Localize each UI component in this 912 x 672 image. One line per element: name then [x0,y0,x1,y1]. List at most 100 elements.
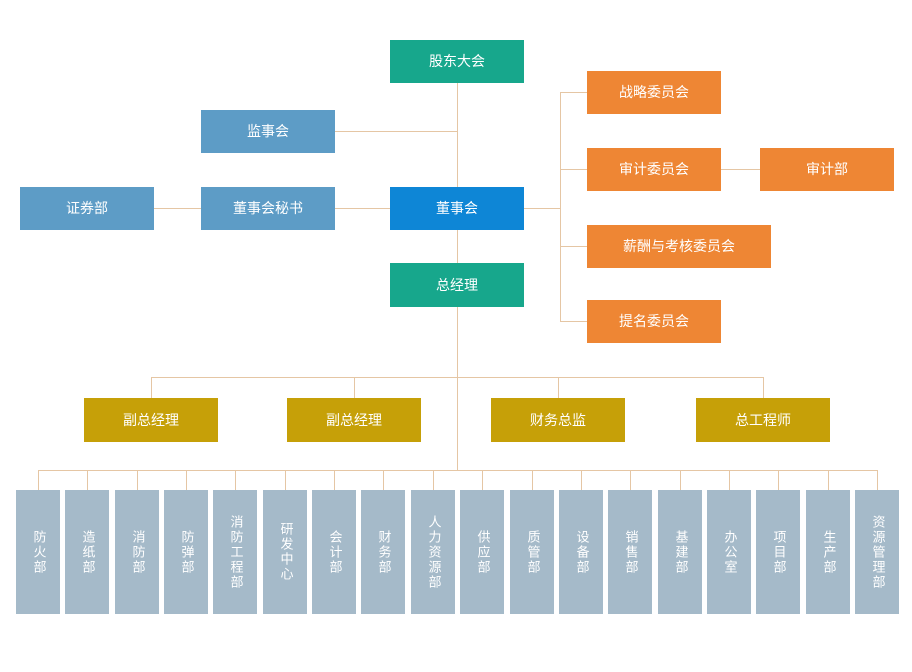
node-label: 办公室 [722,529,738,575]
connector-line [38,470,39,490]
connector-line [154,208,201,209]
connector-line [763,377,764,398]
department-node[interactable]: 会计部 [312,490,356,614]
committee-node[interactable]: 薪酬与考核委员会 [587,225,771,268]
connector-line [721,169,760,170]
node-label: 基建部 [673,529,689,575]
connector-line [285,470,286,490]
node-label: 提名委员会 [619,313,689,330]
department-node[interactable]: 消防部 [115,490,159,614]
connector-line [560,246,587,247]
connector-line [558,377,559,398]
department-node[interactable]: 消防工程部 [213,490,257,614]
committee-node[interactable]: 提名委员会 [587,300,721,343]
node-label: 监事会 [247,123,289,140]
node-board-secretary[interactable]: 董事会秘书 [201,187,335,230]
node-label: 供应部 [475,529,491,575]
connector-line [828,470,829,490]
node-label: 战略委员会 [619,84,689,101]
department-node[interactable]: 设备部 [559,490,603,614]
node-label: 副总经理 [326,411,382,428]
node-label: 总工程师 [735,411,791,428]
department-node[interactable]: 基建部 [658,490,702,614]
node-label: 薪酬与考核委员会 [623,238,735,255]
department-node[interactable]: 财务部 [361,490,405,614]
node-label: 造纸部 [80,529,96,575]
node-label: 销售部 [623,529,639,575]
department-node[interactable]: 生产部 [806,490,850,614]
node-label: 项目部 [771,529,787,575]
node-label: 设备部 [574,529,590,575]
node-label: 审计部 [806,161,848,178]
department-node[interactable]: 质管部 [510,490,554,614]
node-label: 质管部 [525,529,541,575]
department-node[interactable]: 人力资源部 [411,490,455,614]
node-board-of-directors[interactable]: 董事会 [390,187,524,230]
node-label: 财务总监 [530,411,586,428]
connector-line [560,92,587,93]
node-label: 防火部 [31,529,47,575]
node-label: 总经理 [436,276,478,293]
connector-line [235,470,236,490]
connector-line [482,470,483,490]
connector-line [151,377,763,378]
node-label: 会计部 [327,529,343,575]
node-supervisory-board[interactable]: 监事会 [201,110,335,153]
connector-line [532,470,533,490]
connector-line [383,470,384,490]
department-node[interactable]: 办公室 [707,490,751,614]
executive-node[interactable]: 副总经理 [84,398,218,442]
department-node[interactable]: 销售部 [608,490,652,614]
department-node[interactable]: 研发中心 [263,490,307,614]
committee-node[interactable]: 审计委员会 [587,148,721,191]
node-label: 证券部 [66,200,108,217]
node-label: 副总经理 [123,411,179,428]
connector-line [433,470,434,490]
connector-line [335,131,457,132]
node-label: 生产部 [821,529,837,575]
node-label: 董事会秘书 [233,200,303,217]
node-label: 财务部 [376,529,392,575]
connector-line [630,470,631,490]
connector-line [334,470,335,490]
node-label: 资源管理部 [870,514,886,590]
connector-line [680,470,681,490]
executive-node[interactable]: 财务总监 [491,398,625,442]
node-audit-dept[interactable]: 审计部 [760,148,894,191]
department-node[interactable]: 防弹部 [164,490,208,614]
node-shareholders-meeting[interactable]: 股东大会 [390,40,524,83]
department-node[interactable]: 资源管理部 [855,490,899,614]
connector-line [877,470,878,490]
connector-line [87,470,88,490]
connector-line [457,83,458,187]
connector-line [38,470,877,471]
connector-line [151,377,152,398]
node-label: 消防部 [130,529,146,575]
node-label: 董事会 [436,200,478,217]
department-node[interactable]: 项目部 [756,490,800,614]
connector-line [560,169,587,170]
node-label: 防弹部 [179,529,195,575]
connector-line [560,321,587,322]
department-node[interactable]: 防火部 [16,490,60,614]
node-label: 研发中心 [278,522,294,582]
node-general-manager[interactable]: 总经理 [390,263,524,307]
connector-line [354,377,355,398]
connector-line [778,470,779,490]
department-node[interactable]: 造纸部 [65,490,109,614]
department-node[interactable]: 供应部 [460,490,504,614]
connector-line [581,470,582,490]
connector-line [457,307,458,470]
executive-node[interactable]: 副总经理 [287,398,421,442]
committee-node[interactable]: 战略委员会 [587,71,721,114]
executive-node[interactable]: 总工程师 [696,398,830,442]
connector-line [137,470,138,490]
connector-line [560,92,561,321]
connector-line [457,230,458,263]
connector-line [186,470,187,490]
connector-line [729,470,730,490]
connector-line [524,208,560,209]
node-securities-dept[interactable]: 证券部 [20,187,154,230]
node-label: 人力资源部 [426,514,442,590]
